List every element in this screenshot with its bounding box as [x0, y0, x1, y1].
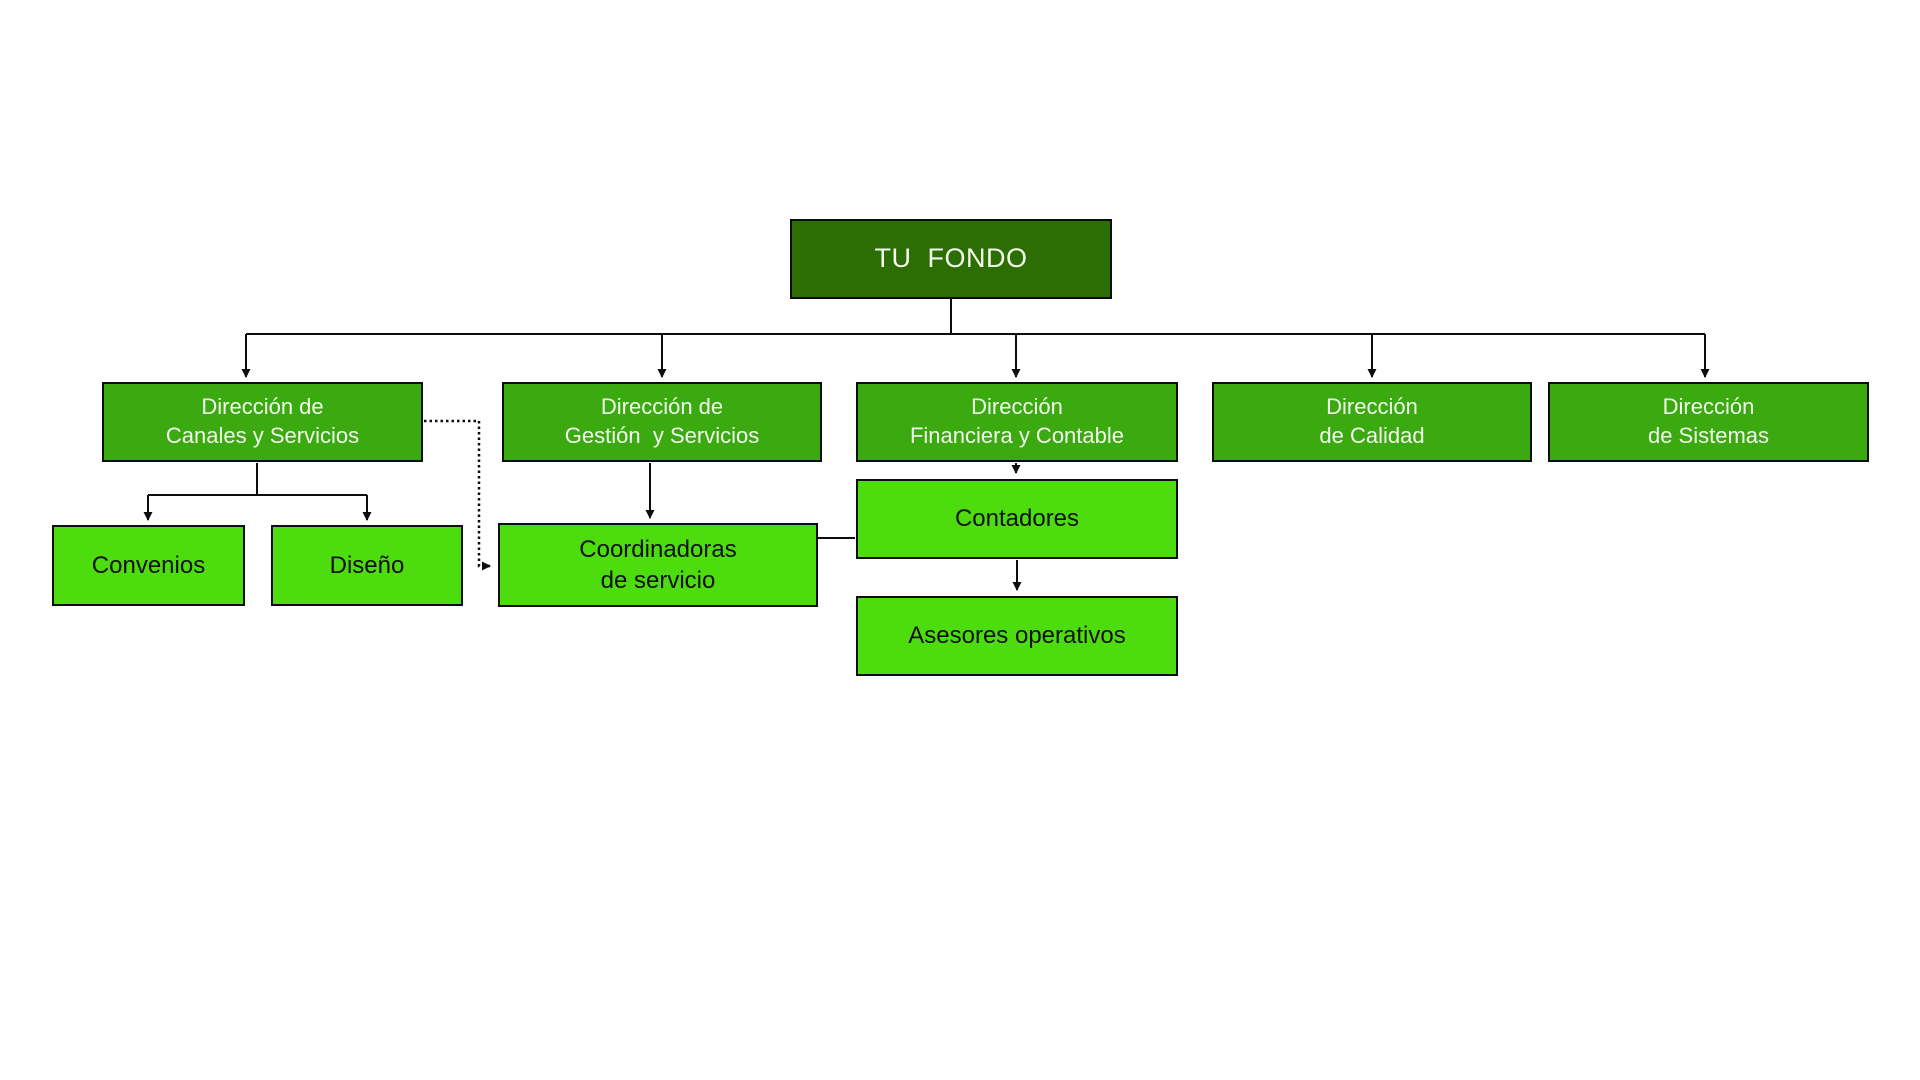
node-contadores: Contadores [856, 479, 1178, 559]
node-coordinadoras-de-servicio: Coordinadoras de servicio [498, 523, 818, 607]
node-diseno: Diseño [271, 525, 463, 606]
node-tu-fondo: TU FONDO [790, 219, 1112, 299]
edge-canales-stem [148, 463, 367, 496]
node-direccion-de-sistemas: Dirección de Sistemas [1548, 382, 1869, 462]
node-convenios: Convenios [52, 525, 245, 606]
node-direccion-gestion-y-servicios: Dirección de Gestión y Servicios [502, 382, 822, 462]
node-asesores-operativos: Asesores operativos [856, 596, 1178, 676]
node-direccion-de-calidad: Dirección de Calidad [1212, 382, 1532, 462]
node-direccion-canales-y-servicios: Dirección de Canales y Servicios [102, 382, 423, 462]
node-direccion-financiera-y-contable: Dirección Financiera y Contable [856, 382, 1178, 462]
